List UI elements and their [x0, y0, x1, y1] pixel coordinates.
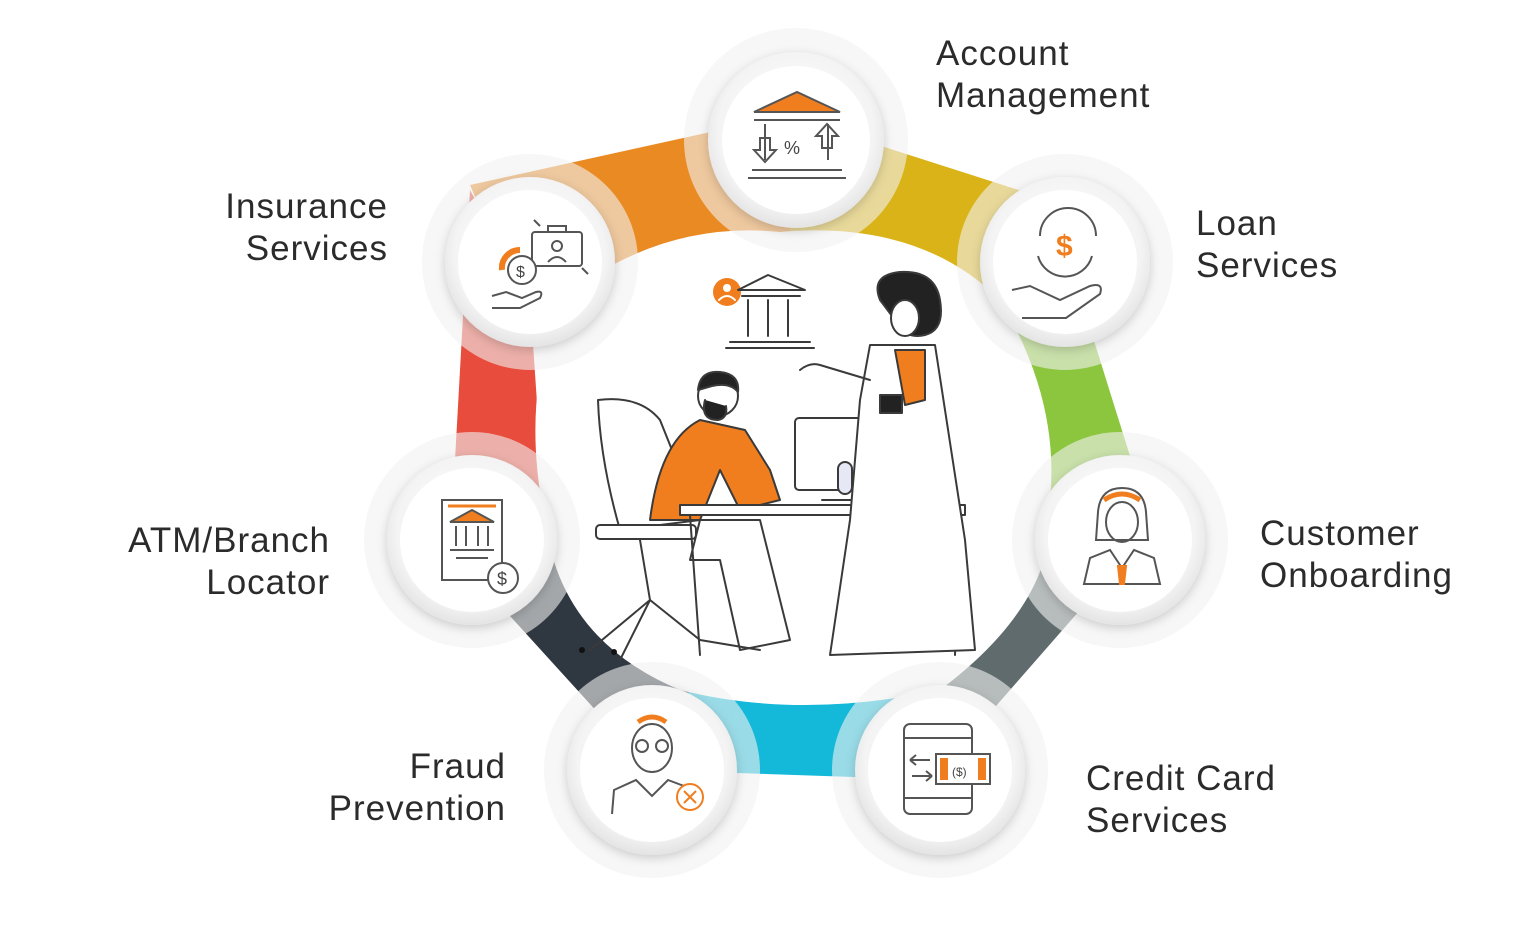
- label-atm-branch-locator: ATM/Branch Locator: [128, 520, 330, 604]
- bank-document-icon: $: [441, 499, 519, 594]
- svg-text:$: $: [516, 264, 525, 281]
- label-line: Prevention: [328, 789, 506, 828]
- label-line: Onboarding: [1260, 556, 1453, 595]
- label-line: Customer: [1260, 514, 1420, 553]
- label-line: Loan: [1196, 204, 1278, 243]
- label-line: Services: [1086, 801, 1229, 840]
- label-insurance-services: Insurance Services: [225, 186, 388, 270]
- label-line: Insurance: [225, 187, 388, 226]
- node-atm-branch-locator[interactable]: $: [364, 432, 580, 648]
- label-line: Locator: [206, 563, 330, 602]
- label-line: Services: [245, 229, 388, 268]
- label-line: Management: [936, 76, 1151, 115]
- node-loan-services[interactable]: $: [957, 154, 1173, 370]
- hand-dollar-cycle-icon: $: [1011, 207, 1102, 319]
- bank-percent-icon: %: [748, 90, 846, 179]
- person-blocked-icon: [611, 714, 704, 815]
- svg-text:$: $: [1056, 230, 1073, 263]
- nodes: % $: [364, 28, 1228, 878]
- label-customer-onboarding: Customer Onboarding: [1260, 513, 1453, 597]
- node-insurance-services[interactable]: $: [422, 154, 638, 370]
- phone-card-transfer-icon: ($): [903, 723, 991, 815]
- hand-coin-briefcase-icon: $: [491, 219, 589, 309]
- woman-profile-icon: [1082, 486, 1162, 585]
- svg-text:%: %: [784, 138, 800, 158]
- node-fraud-prevention[interactable]: [544, 662, 760, 878]
- label-line: Account: [936, 34, 1070, 73]
- label-line: Services: [1196, 246, 1339, 285]
- bank-consultation-illustration: [579, 270, 976, 661]
- node-credit-card-services[interactable]: ($): [832, 662, 1048, 878]
- node-account-management[interactable]: %: [684, 28, 908, 252]
- label-account-management: Account Management: [936, 33, 1150, 117]
- label-credit-card-services: Credit Card Services: [1086, 758, 1276, 842]
- label-line: Credit Card: [1086, 759, 1276, 798]
- label-line: Fraud: [409, 747, 506, 786]
- label-line: ATM/Branch: [128, 521, 330, 560]
- svg-text:($): ($): [952, 765, 967, 779]
- label-loan-services: Loan Services: [1196, 203, 1338, 287]
- svg-text:$: $: [497, 569, 507, 589]
- label-fraud-prevention: Fraud Prevention: [329, 746, 506, 830]
- node-customer-onboarding[interactable]: [1012, 432, 1228, 648]
